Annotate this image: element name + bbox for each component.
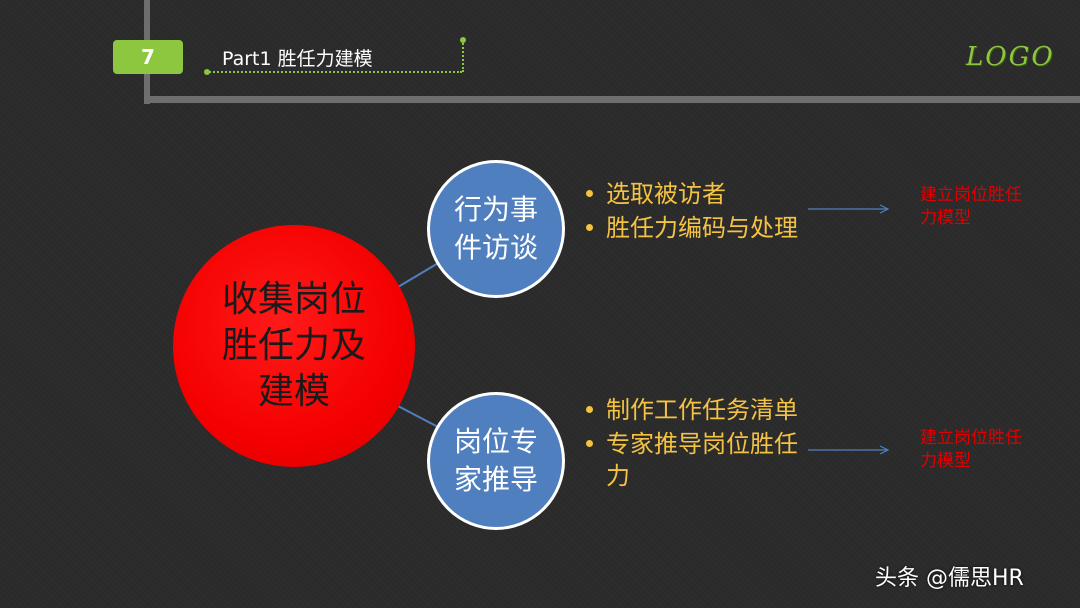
branch-bullets-expert: 制作工作任务清单 专家推导岗位胜任力	[584, 394, 804, 494]
bullet-item: 制作工作任务清单	[584, 394, 804, 426]
result-text-upper: 建立岗位胜任力模型	[920, 185, 1022, 228]
watermark: 头条 @儒思HR	[875, 566, 1024, 591]
page-number-badge: 7	[113, 40, 183, 74]
branch-bullets-interview: 选取被访者 胜任力编码与处理	[584, 178, 804, 246]
result-text-lower: 建立岗位胜任力模型	[920, 428, 1022, 471]
branch-node-label: 岗位专家推导	[453, 425, 538, 496]
arrow-lower	[808, 445, 890, 455]
title-underline	[206, 71, 462, 73]
bullet-item: 专家推导岗位胜任力	[584, 428, 804, 492]
center-node-label: 收集岗位胜任力及建模	[221, 279, 366, 412]
arrow-upper	[808, 204, 890, 214]
bullet-dot-icon	[586, 190, 593, 197]
bullet-dot-icon	[586, 440, 593, 447]
connector-upper	[397, 261, 441, 288]
bullet-item: 选取被访者	[584, 178, 804, 210]
part-title: Part1 胜任力建模	[222, 48, 373, 70]
branch-node-expert: 岗位专家推导	[427, 392, 565, 530]
bullet-dot-icon	[586, 406, 593, 413]
connector-lower	[397, 405, 441, 429]
title-underline-riser	[462, 40, 464, 72]
underline-end-dot	[460, 37, 466, 43]
underline-start-dot	[204, 69, 210, 75]
logo: LOGO	[966, 42, 1055, 72]
bullet-item: 胜任力编码与处理	[584, 212, 804, 244]
header-frame-bottom	[144, 96, 1080, 103]
branch-node-interview: 行为事件访谈	[427, 160, 565, 298]
center-node: 收集岗位胜任力及建模	[173, 225, 415, 467]
bullet-dot-icon	[586, 224, 593, 231]
branch-node-label: 行为事件访谈	[453, 193, 538, 264]
